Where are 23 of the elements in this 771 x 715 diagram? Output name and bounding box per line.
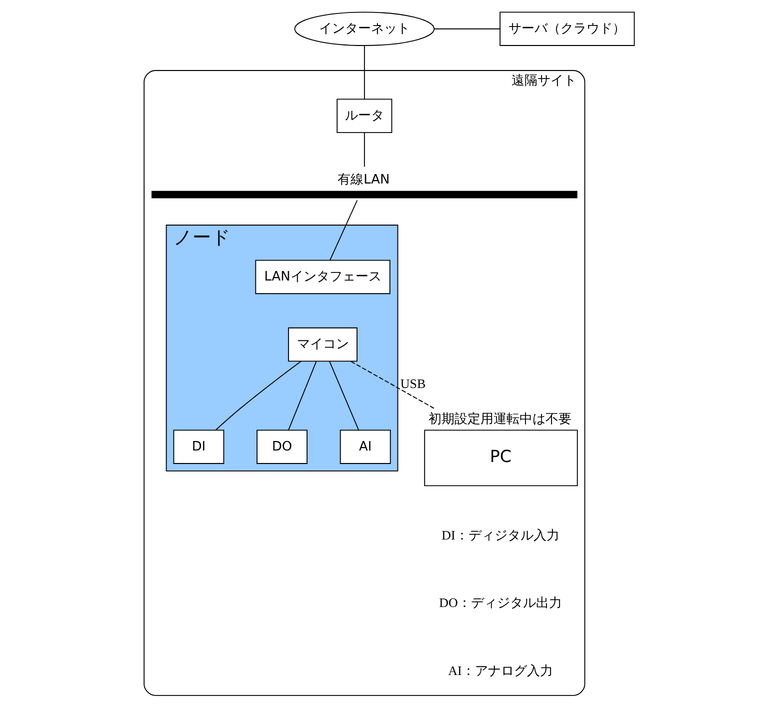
connector [288, 361, 317, 431]
label: DO：ディジタル出力 [439, 595, 562, 610]
node-label: 有線LAN [338, 172, 390, 188]
label: AI：アナログ入力 [448, 662, 553, 678]
connector [364, 45, 365, 100]
label: DI：ディジタル入力 [442, 528, 560, 543]
connector [434, 28, 500, 30]
node-box: LANインタフェース [255, 260, 390, 294]
connector [364, 132, 365, 168]
connector [350, 360, 435, 409]
connector [329, 361, 360, 431]
edge-label: USB [400, 376, 426, 392]
node-box: DO [256, 430, 308, 464]
connector [330, 200, 358, 261]
node-box: ルータ [336, 98, 392, 133]
node-box: AI [340, 430, 391, 464]
node-bar [152, 190, 578, 198]
node-box: サーバ（クラウド） [500, 12, 635, 46]
node-label: 初期設定用運転中は不要 [428, 412, 572, 427]
node-box: DI [173, 430, 224, 464]
node-ellipse: インターネット [294, 12, 435, 46]
node-box: マイコン [288, 327, 358, 362]
connector [215, 360, 302, 430]
